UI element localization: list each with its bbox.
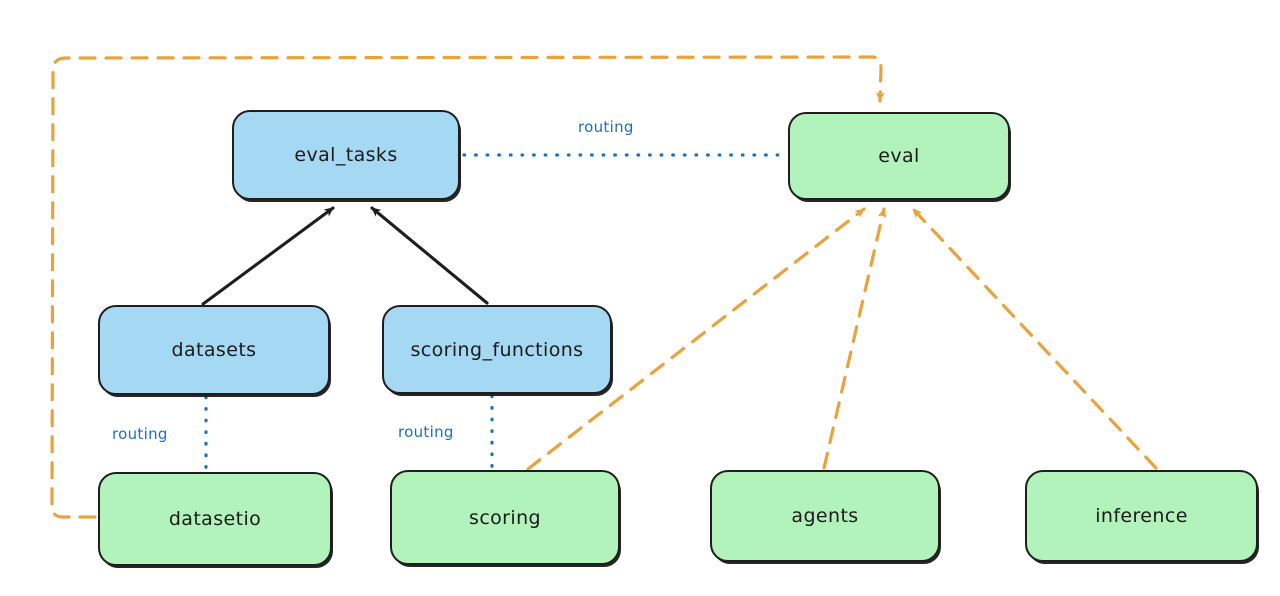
edge-label-routing-eval_tasks-eval: routing	[578, 118, 634, 136]
node-eval[interactable]: eval	[788, 112, 1010, 200]
edge-label-routing-scoring_functions-scoring: routing	[398, 423, 454, 441]
edge-inference-to-eval	[911, 207, 1158, 470]
edge-scoring-to-eval	[526, 207, 866, 471]
node-label: scoring_functions	[410, 338, 584, 361]
edge-datasetio-to-eval	[50, 55, 885, 519]
node-label: inference	[1095, 505, 1188, 527]
node-label: eval_tasks	[294, 144, 398, 166]
node-eval_tasks[interactable]: eval_tasks	[232, 110, 460, 200]
node-label: datasets	[171, 339, 257, 361]
node-label: eval	[878, 145, 920, 167]
node-scoring[interactable]: scoring	[390, 470, 620, 565]
node-scoring_functions[interactable]: scoring_functions	[382, 305, 612, 394]
node-label: datasetio	[168, 508, 262, 530]
edge-scoring_functions-to-eval_tasks	[370, 206, 489, 305]
node-agents[interactable]: agents	[710, 470, 940, 562]
node-datasetio[interactable]: datasetio	[98, 472, 332, 566]
edge-label-routing-datasets-datasetio: routing	[112, 425, 168, 443]
node-inference[interactable]: inference	[1025, 470, 1258, 562]
node-label: scoring	[469, 506, 541, 529]
node-label: agents	[791, 505, 859, 527]
edge-agents-to-eval	[822, 207, 887, 470]
edge-datasets-to-eval_tasks	[201, 206, 335, 306]
node-datasets[interactable]: datasets	[98, 305, 330, 395]
